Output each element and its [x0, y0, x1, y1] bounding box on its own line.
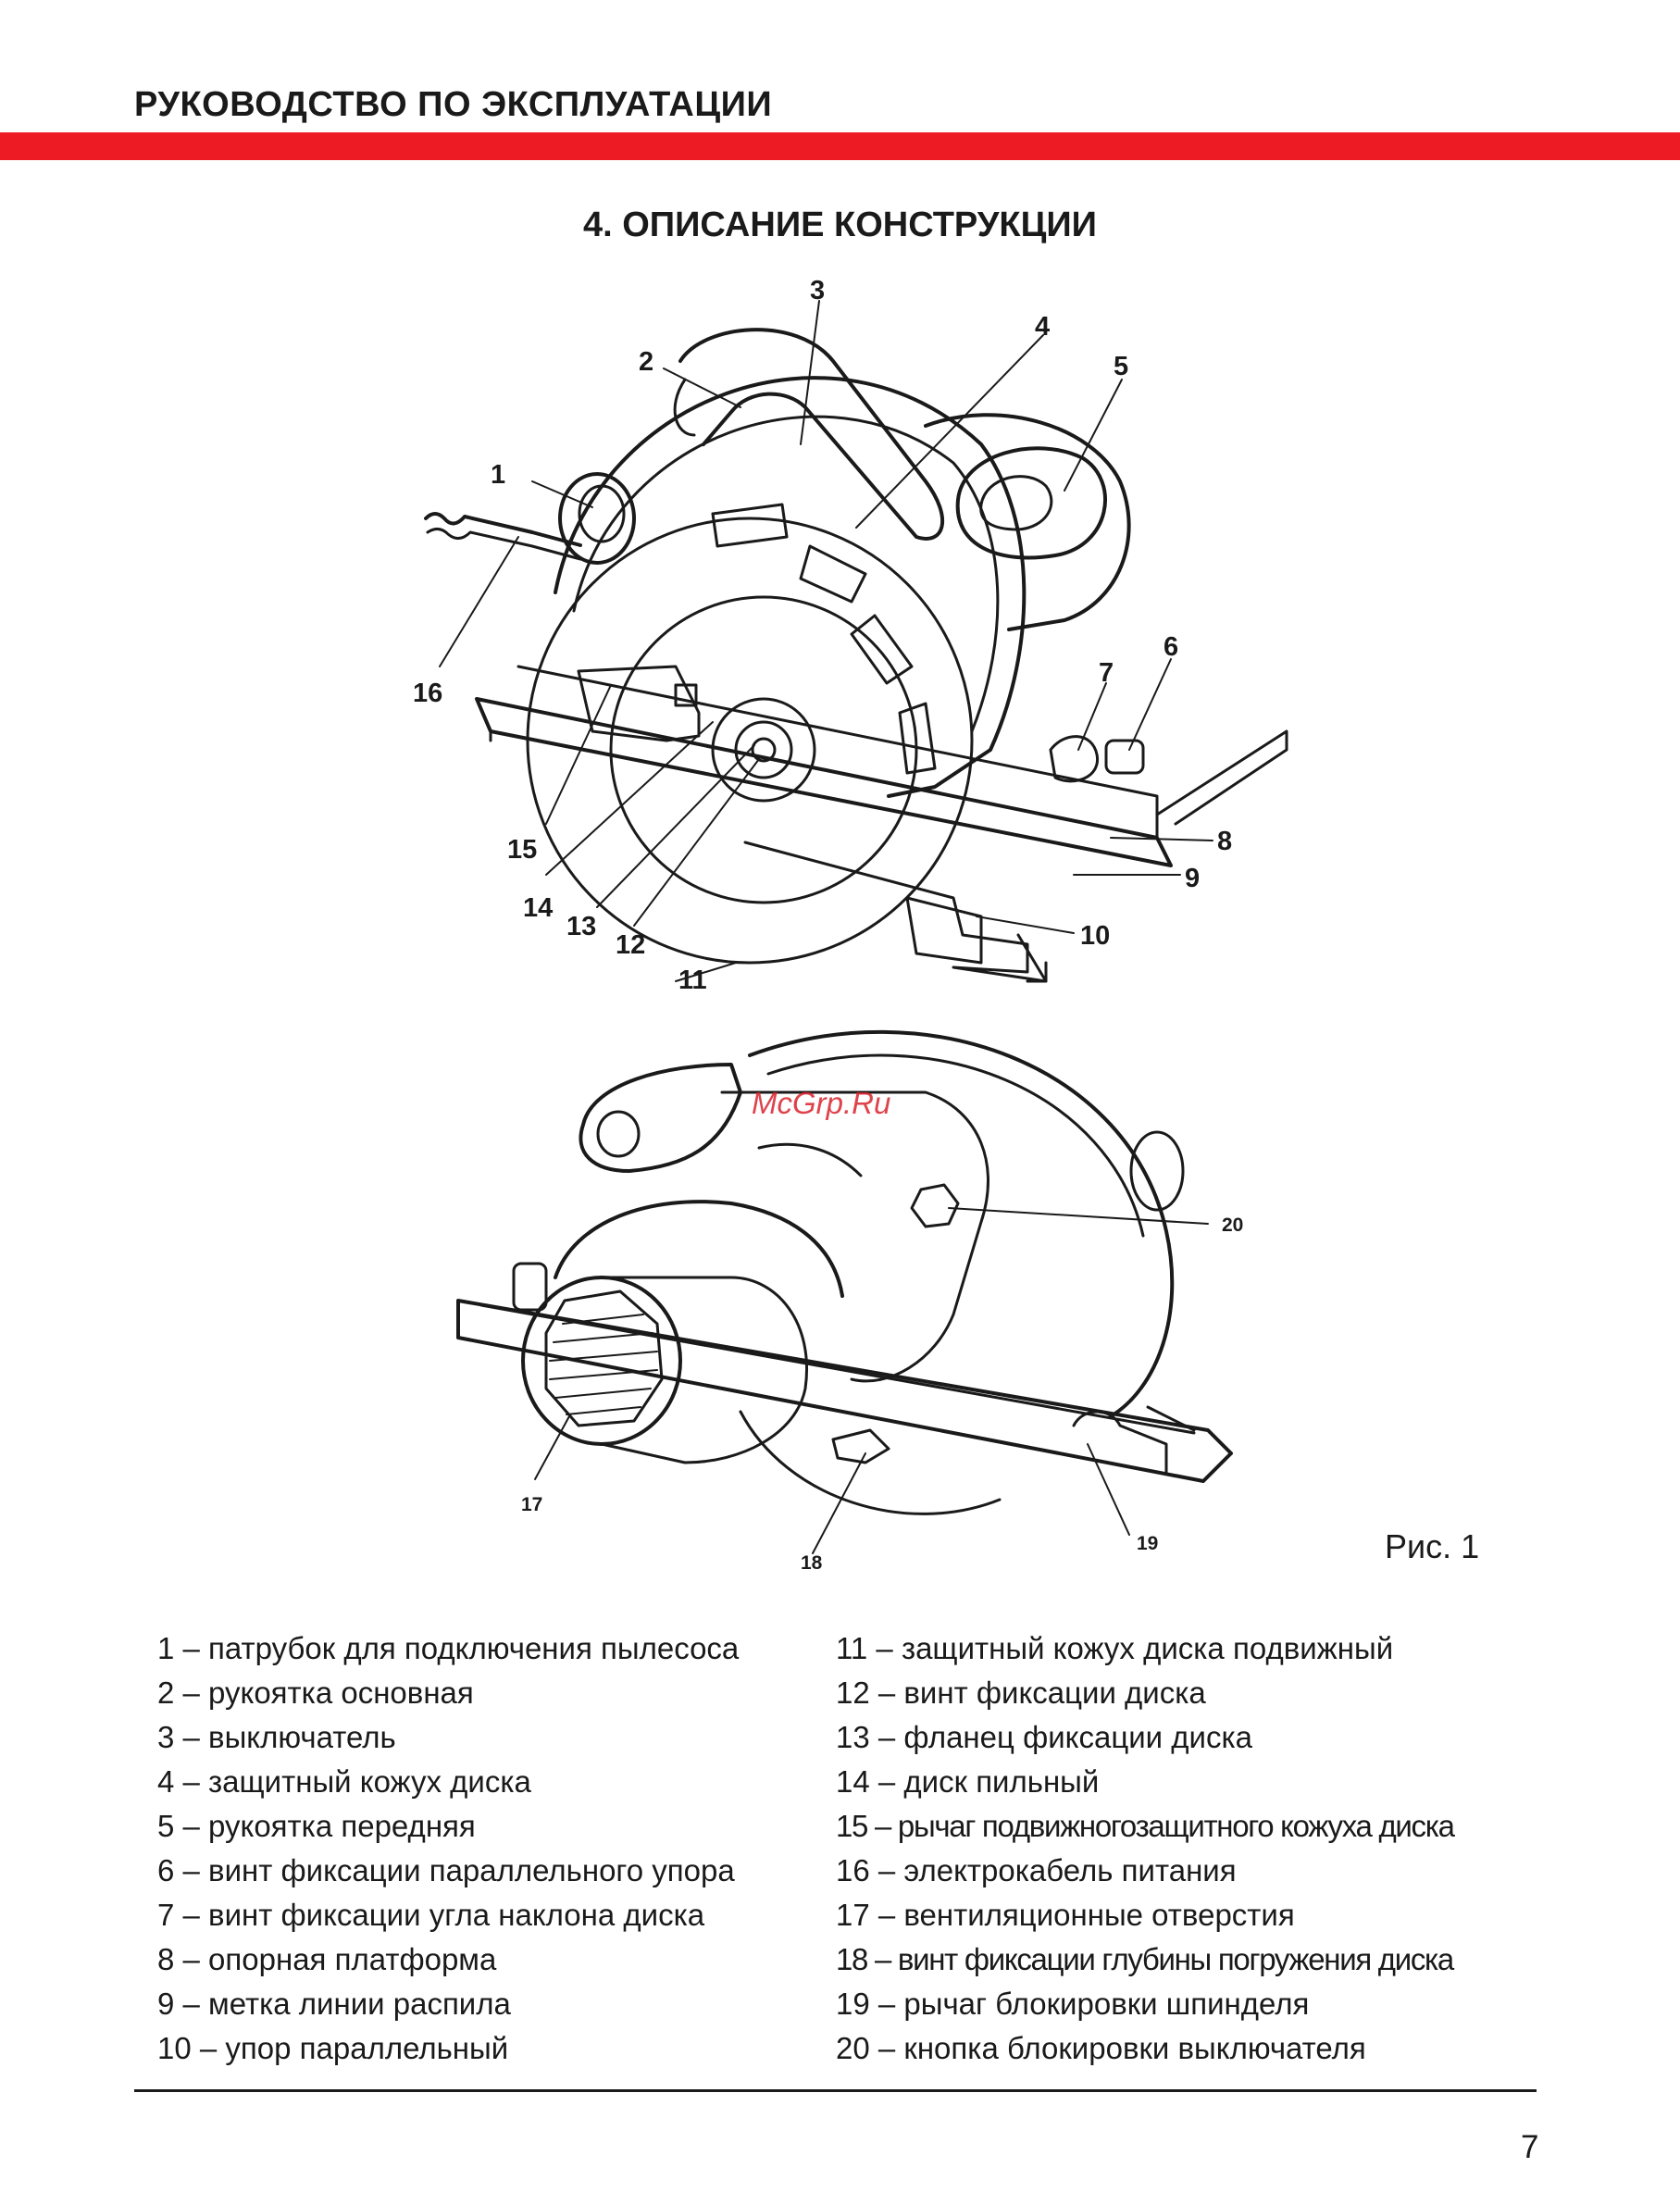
legend-item: 5 – рукоятка передняя — [157, 1809, 476, 1843]
callout-11: 11 — [678, 965, 707, 995]
legend-item: 10 – упор параллельный — [157, 2031, 509, 2065]
callout-9: 9 — [1185, 864, 1200, 893]
legend-item: 8 – опорная платформа — [157, 1942, 497, 1976]
legend-item: 11 – защитный кожух диска подвижный — [836, 1631, 1394, 1665]
legend-item: 18 – винт фиксации глубины погружения ди… — [836, 1942, 1454, 1976]
legend-item: 16 – электрокабель питания — [836, 1853, 1237, 1887]
parts-legend-left: 1 – патрубок для подключения пылесоса 2 … — [157, 1626, 739, 2071]
section-title: 4. ОПИСАНИЕ КОНСТРУКЦИИ — [583, 206, 1097, 244]
figure-caption: Рис. 1 — [1385, 1527, 1480, 1565]
footer-rule — [134, 2089, 1537, 2092]
callout-2: 2 — [639, 347, 653, 377]
callout-1: 1 — [491, 460, 505, 490]
legend-item: 1 – патрубок для подключения пылесоса — [157, 1631, 740, 1665]
legend-item: 14 – диск пильный — [836, 1764, 1100, 1799]
callout-4: 4 — [1035, 312, 1050, 342]
saw-bottom-view: 20 18 19 17 — [456, 1029, 1243, 1574]
legend-item: 17 – вентиляционные отверстия — [836, 1898, 1295, 1932]
callout-10: 10 — [1080, 921, 1110, 951]
callout-18: 18 — [801, 1552, 823, 1574]
legend-item: 12 – винт фиксации диска — [836, 1676, 1206, 1710]
callout-7: 7 — [1099, 658, 1114, 688]
callout-16: 16 — [413, 679, 442, 708]
legend-item: 15 – рычаг подвижногозащитного кожуха ди… — [836, 1809, 1455, 1843]
legend-item: 20 – кнопка блокировки выключателя — [836, 2031, 1366, 2065]
callout-5: 5 — [1114, 352, 1128, 381]
legend-item: 2 – рукоятка основная — [157, 1676, 474, 1710]
callout-17: 17 — [521, 1494, 542, 1515]
header-red-bar — [0, 132, 1680, 160]
callout-6: 6 — [1164, 632, 1178, 662]
legend-item: 7 – винт фиксации угла наклона диска — [157, 1898, 705, 1932]
callout-13: 13 — [566, 912, 596, 941]
legend-item: 3 – выключатель — [157, 1720, 396, 1754]
callout-19: 19 — [1137, 1533, 1158, 1554]
legend-item: 19 – рычаг блокировки шпинделя — [836, 1987, 1310, 2021]
callout-8: 8 — [1217, 827, 1232, 856]
callout-14: 14 — [523, 893, 553, 923]
manual-header-title: РУКОВОДСТВО ПО ЭКСПЛУАТАЦИИ — [134, 85, 773, 124]
legend-item: 4 – защитный кожух диска — [157, 1764, 531, 1799]
legend-item: 9 – метка линии распила — [157, 1987, 511, 2021]
callout-20: 20 — [1222, 1215, 1243, 1236]
legend-item: 6 – винт фиксации параллельного упора — [157, 1853, 735, 1887]
circular-saw-diagram: 1 2 3 4 5 6 7 8 9 10 11 12 13 14 15 16 — [413, 276, 1288, 1574]
callout-3: 3 — [810, 276, 825, 305]
callout-12: 12 — [616, 930, 645, 960]
page-number: 7 — [1521, 2129, 1539, 2165]
saw-top-view: 1 2 3 4 5 6 7 8 9 10 11 12 13 14 15 16 — [413, 276, 1288, 995]
parts-legend-right: 11 – защитный кожух диска подвижный 12 –… — [836, 1626, 1455, 2071]
legend-item: 13 – фланец фиксации диска — [836, 1720, 1252, 1754]
watermark-text: McGrp.Ru — [752, 1086, 891, 1120]
callout-15: 15 — [507, 835, 537, 865]
